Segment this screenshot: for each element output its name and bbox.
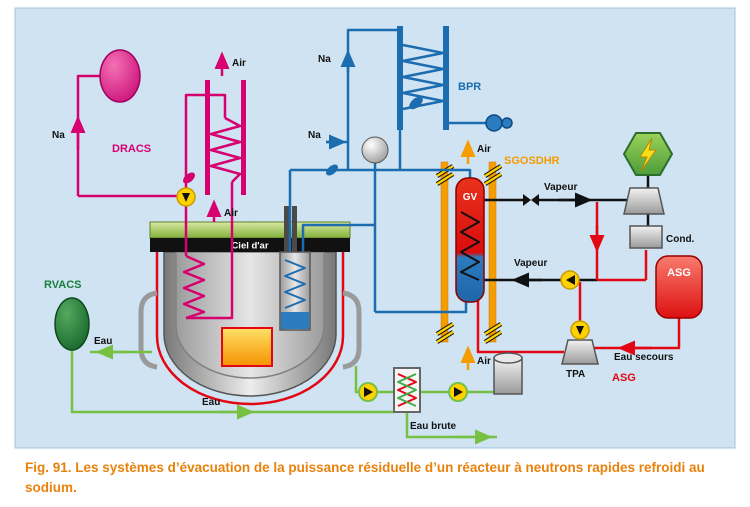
rvacs-tank: [54, 297, 90, 351]
reactor-safety-diagram: Ciel d'ar: [14, 7, 736, 449]
turbine: [623, 187, 665, 215]
asg-label: ASG: [612, 372, 636, 384]
vapeur-label: Vapeur: [544, 182, 577, 193]
asg-tank-label: ASG: [667, 267, 691, 279]
air-label: Air: [477, 144, 491, 155]
condenser: [629, 225, 663, 249]
air-duct-right: [488, 161, 497, 343]
na-label: Na: [308, 130, 321, 141]
rvacs-label: RVACS: [44, 279, 82, 291]
sgosdhr-label: SGOSDHR: [504, 155, 560, 167]
dracs-label: DRACS: [112, 143, 151, 155]
expansion-sphere: [361, 136, 389, 164]
tpa-turbopump: [561, 339, 599, 365]
air-label: Air: [232, 58, 246, 69]
air-label: Air: [224, 208, 238, 219]
na-label: Na: [52, 130, 65, 141]
argon-gas-label: Ciel d'ar: [231, 241, 268, 252]
eau-label: Eau: [202, 397, 220, 408]
eau-secours-label: Eau secours: [614, 352, 674, 363]
cond-label: Cond.: [666, 234, 695, 245]
tpa-pump: [570, 320, 590, 340]
bpr-em-pump: [409, 96, 423, 110]
dracs-wall-right: [241, 80, 246, 195]
dracs-air-heat-exchanger: [205, 80, 246, 195]
bpr-heat-exchanger: [397, 26, 449, 130]
tpa-label: TPA: [566, 369, 585, 380]
water-pump: [448, 382, 468, 402]
steam-generator-gv: GV: [455, 177, 485, 303]
vapeur-label: Vapeur: [514, 258, 547, 269]
dracs-em-pump: [183, 172, 195, 184]
asg-tank: ASG: [655, 255, 703, 319]
generator-hexagon: [622, 132, 674, 176]
dracs-pipes: [76, 74, 242, 320]
dracs-expansion-tank: [99, 49, 141, 103]
guard-vessel-outline: [155, 252, 345, 406]
raw-water-tank: [493, 352, 523, 395]
bpr-wall-left: [397, 26, 403, 130]
dracs-wall-left: [205, 80, 210, 195]
reactor-core: [221, 327, 273, 367]
ihx-nozzle: [292, 206, 297, 252]
water-heat-exchanger: [393, 367, 421, 413]
vessel-support-right: [342, 290, 362, 370]
air-label: Air: [477, 356, 491, 367]
eau-brute-label: Eau brute: [410, 421, 457, 432]
reactor-vessel: Ciel d'ar: [138, 206, 362, 406]
bpr-coil: [401, 43, 445, 111]
ihx-nozzle: [284, 206, 289, 252]
argon-gas-band: [150, 238, 350, 252]
intermediate-heat-exchanger: [279, 251, 311, 331]
water-pump: [358, 382, 378, 402]
dracs-pump: [176, 187, 196, 207]
figure-caption: Fig. 91. Les systèmes d’évacuation de la…: [25, 460, 705, 495]
bpr-wall-right: [443, 26, 449, 130]
na-label: Na: [318, 54, 331, 65]
eau-label: Eau: [94, 336, 112, 347]
sodium-em-pump: [326, 164, 338, 176]
steam-valve: [523, 194, 539, 206]
lightning-icon: [639, 137, 657, 172]
asg-pump: [560, 270, 580, 290]
bpr-pump: [485, 114, 513, 132]
bpr-label: BPR: [458, 81, 481, 93]
vessel-support-left: [138, 290, 158, 370]
gv-label: GV: [463, 192, 478, 203]
air-duct-left: [440, 161, 449, 343]
